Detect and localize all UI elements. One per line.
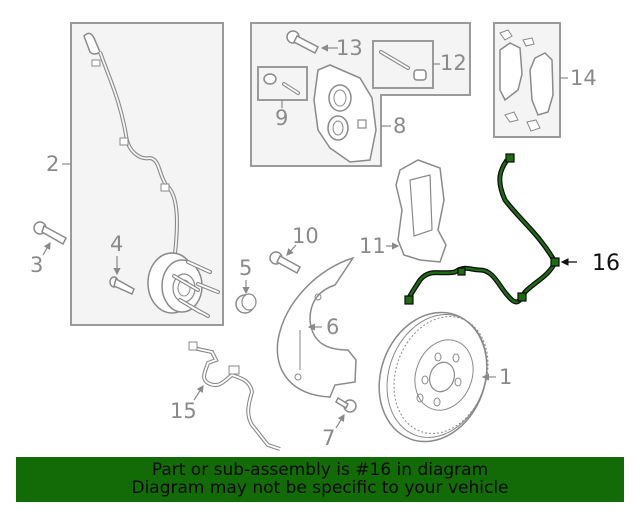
- callout-13: 13: [336, 36, 363, 60]
- callout-2: 2: [46, 152, 60, 176]
- part-1-brake-rotor[interactable]: [362, 297, 505, 457]
- part-3-bolt[interactable]: [33, 221, 67, 246]
- callout-3: 3: [30, 253, 44, 277]
- callout-12: 12: [440, 51, 467, 75]
- part-16-sensor-wire[interactable]: [404, 153, 560, 305]
- part-6-splash-shield[interactable]: [276, 256, 357, 398]
- banner-line-part-info: Part or sub-assembly is #16 in diagram: [151, 460, 489, 480]
- callout-4: 4: [110, 232, 124, 256]
- part-10-bolt[interactable]: [269, 251, 301, 275]
- part-7-bolt[interactable]: [335, 396, 357, 413]
- part-2-hub-assembly[interactable]: [70, 22, 224, 326]
- callout-8: 8: [393, 114, 407, 138]
- callout-11: 11: [359, 234, 386, 258]
- callout-10: 10: [292, 224, 319, 248]
- part-15-brake-hose[interactable]: [188, 341, 281, 451]
- part-5-cap[interactable]: [235, 293, 257, 314]
- callout-5: 5: [239, 256, 253, 280]
- part-14-brake-pads[interactable]: [493, 22, 561, 138]
- part-4-stud[interactable]: [109, 276, 135, 296]
- callout-7: 7: [322, 426, 336, 450]
- callout-6: 6: [326, 315, 340, 339]
- banner-line-disclaimer: Diagram may not be specific to your vehi…: [131, 478, 509, 498]
- part-8-caliper-group[interactable]: [250, 22, 471, 167]
- part-11-caliper-bracket[interactable]: [395, 159, 447, 263]
- callout-1: 1: [499, 365, 513, 389]
- info-banner: Part or sub-assembly is #16 in diagram D…: [16, 457, 624, 502]
- callout-14: 14: [570, 66, 597, 90]
- callout-9: 9: [275, 106, 289, 130]
- callout-15: 15: [170, 399, 197, 423]
- callout-16: 16: [592, 251, 620, 276]
